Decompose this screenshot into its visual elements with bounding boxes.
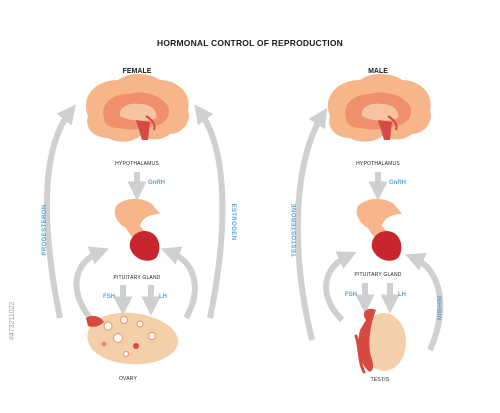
- progesteron-feedback-arrow: [43, 104, 76, 319]
- testosterone-label: TESTOSTERONE: [292, 203, 298, 257]
- male-heading: MALE: [368, 68, 388, 75]
- male-brain-illustration: [327, 74, 431, 142]
- testosterone-feedback-arrow: [294, 107, 328, 341]
- female-left-loop-arrow: [73, 246, 109, 320]
- testis-illustration: [354, 308, 406, 374]
- progesteron-label: PROGESTERON: [42, 204, 48, 255]
- ovary-illustration: [86, 312, 179, 365]
- estrogen-label: ESTROGEN: [230, 204, 236, 241]
- female-fsh-label: FSH: [103, 294, 115, 300]
- male-fsh-label: FSH: [345, 292, 357, 298]
- inhibin-feedback-arrow: [405, 252, 444, 352]
- male-left-loop-arrow: [323, 251, 357, 323]
- stock-id-text: #473211022: [9, 301, 16, 340]
- male-gnrh-label: GnRH: [389, 180, 406, 186]
- estrogen-feedback-arrow: [194, 104, 226, 319]
- female-pituitary-label: PITUITARY GLAND: [113, 275, 160, 281]
- female-hypothalamus-label: HYPOTHALAMUS: [115, 161, 159, 167]
- male-pituitary-label: PITUITARY GLAND: [354, 272, 401, 278]
- testis-label: TESTIS: [371, 377, 390, 383]
- female-right-loop-arrow: [161, 246, 198, 320]
- male-panel: MALE HYPOTHALAMUS GnRH PITUITARY GLAND F…: [292, 68, 444, 383]
- inhibin-label: INHIBIN: [435, 295, 441, 320]
- female-pituitary-illustration: [114, 198, 160, 261]
- female-panel: FEMALE HYPOTHALAMUS GnRH PITUITARY GLAND…: [42, 68, 236, 382]
- female-brain-illustration: [85, 74, 189, 142]
- male-hypothalamus-label: HYPOTHALAMUS: [356, 161, 400, 167]
- ovary-label: OVARY: [119, 376, 138, 382]
- diagram-title: HORMONAL CONTROL OF REPRODUCTION: [157, 38, 343, 48]
- male-pituitary-illustration: [356, 198, 402, 261]
- female-gnrh-label: GnRH: [148, 180, 165, 186]
- male-lh-label: LH: [398, 292, 406, 298]
- female-lh-label: LH: [159, 294, 167, 300]
- female-heading: FEMALE: [123, 68, 152, 75]
